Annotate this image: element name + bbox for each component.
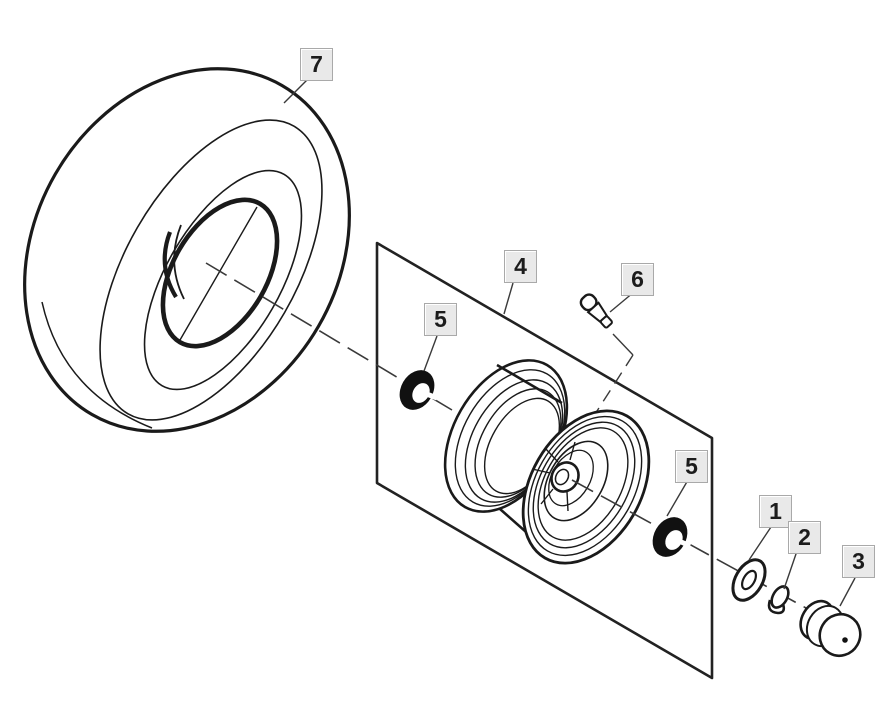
washer-drawing bbox=[731, 558, 767, 602]
rim-hub bbox=[531, 441, 580, 512]
callout-clip[interactable]: 2 bbox=[788, 521, 821, 554]
callout-bearing-left[interactable]: 5 bbox=[424, 303, 457, 336]
callout-tire[interactable]: 7 bbox=[300, 48, 333, 81]
bearing-left-drawing bbox=[399, 370, 438, 410]
callout-washer[interactable]: 1 bbox=[759, 495, 792, 528]
tire-drawing bbox=[23, 67, 351, 433]
callout-valve-stem[interactable]: 6 bbox=[621, 263, 654, 296]
callout-rim[interactable]: 4 bbox=[504, 250, 537, 283]
clip-drawing bbox=[767, 585, 790, 615]
callout-bearing-right[interactable]: 5 bbox=[675, 450, 708, 483]
leader-lines bbox=[283, 79, 856, 607]
cap-drawing bbox=[799, 599, 862, 658]
callout-dust-cap[interactable]: 3 bbox=[842, 545, 875, 578]
rim-front-half bbox=[521, 409, 651, 565]
bearing-right-drawing bbox=[652, 517, 692, 557]
valve-stem-drawing bbox=[579, 293, 613, 329]
